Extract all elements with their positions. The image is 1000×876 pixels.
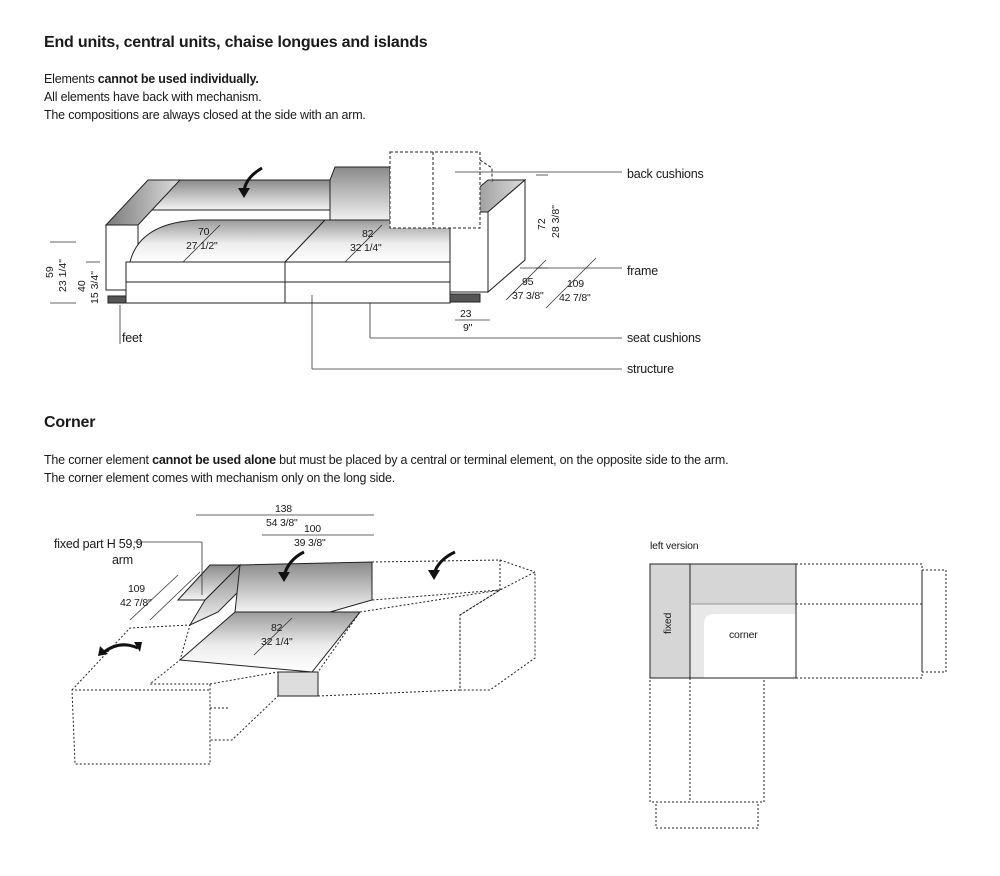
plan-back	[689, 563, 797, 605]
label-feet: feet	[122, 331, 143, 345]
dim-100-cm: 100	[304, 523, 321, 535]
label-arm: arm	[112, 553, 133, 567]
rotation-arrow-4	[103, 643, 139, 654]
dim-seat-left-cm: 70	[198, 226, 210, 238]
section-title-corner: Corner	[44, 414, 96, 431]
corner-line-2: The corner element comes with mechanism …	[44, 471, 395, 485]
dim-seat-right-cm: 82	[362, 228, 374, 240]
plan-title: left version	[650, 540, 699, 552]
label-frame: frame	[627, 264, 658, 278]
right-element-back	[371, 559, 501, 601]
seat-cushion-left	[129, 219, 327, 263]
label-fixed-part: fixed part H 59,9	[54, 537, 143, 551]
dim-100-in: 39 3/8"	[294, 537, 326, 549]
foot-left	[107, 295, 127, 304]
dim-138-in: 54 3/8"	[266, 517, 298, 529]
plan-label-corner: corner	[729, 629, 758, 641]
dim-109-in: 42 7/8"	[120, 597, 152, 609]
intro-line-1: Elements cannot be used individually.	[44, 70, 259, 88]
dim-depth-in: 37 3/8"	[512, 290, 544, 302]
corner-line-1-suffix: but must be placed by a central or termi…	[275, 453, 729, 467]
intro-line-1-prefix: Elements	[44, 72, 98, 86]
dim-seat-right-in: 32 1/4"	[350, 242, 382, 254]
dim-138-cm: 138	[275, 503, 292, 515]
right-element-seat	[317, 589, 501, 697]
label-structure: structure	[627, 362, 674, 376]
dim-109-cm: 109	[128, 583, 145, 595]
corner-line-1-bold: cannot be used alone	[152, 453, 276, 467]
plan-bottom-element	[649, 677, 765, 803]
left-element-dashed	[71, 624, 211, 765]
dim-depth-cm: 95	[522, 276, 534, 288]
intro-line-1-bold: cannot be used individually.	[97, 72, 259, 86]
plan-right-arm	[921, 569, 947, 673]
dim-width-cm: 109	[567, 278, 584, 290]
foot-right	[449, 293, 481, 303]
dim-arm-in: 9"	[463, 322, 473, 334]
corner-line-1-prefix: The corner element	[44, 453, 153, 467]
label-back-cushions: back cushions	[627, 167, 704, 181]
dim-arm-cm: 23	[460, 308, 472, 320]
dim-seat-left-in: 27 1/2"	[186, 240, 218, 252]
dim-width-in: 42 7/8"	[559, 292, 591, 304]
intro-line-2: All elements have back with mechanism.	[44, 90, 262, 104]
plan-label-fixed: fixed	[662, 612, 674, 634]
corner-line-1: The corner element cannot be used alone …	[44, 451, 729, 469]
right-arm-dashed	[459, 571, 536, 691]
plan-bottom-arm	[655, 801, 759, 829]
label-seat-cushions: seat cushions	[627, 331, 701, 345]
back-cushion	[389, 151, 481, 229]
dim-82-in: 32 1/4"	[261, 636, 293, 648]
intro-line-3: The compositions are always closed at th…	[44, 108, 366, 122]
plan-right-element	[795, 563, 923, 679]
section-title-end-units: End units, central units, chaise longues…	[44, 34, 428, 51]
dim-82-cm: 82	[271, 622, 283, 634]
